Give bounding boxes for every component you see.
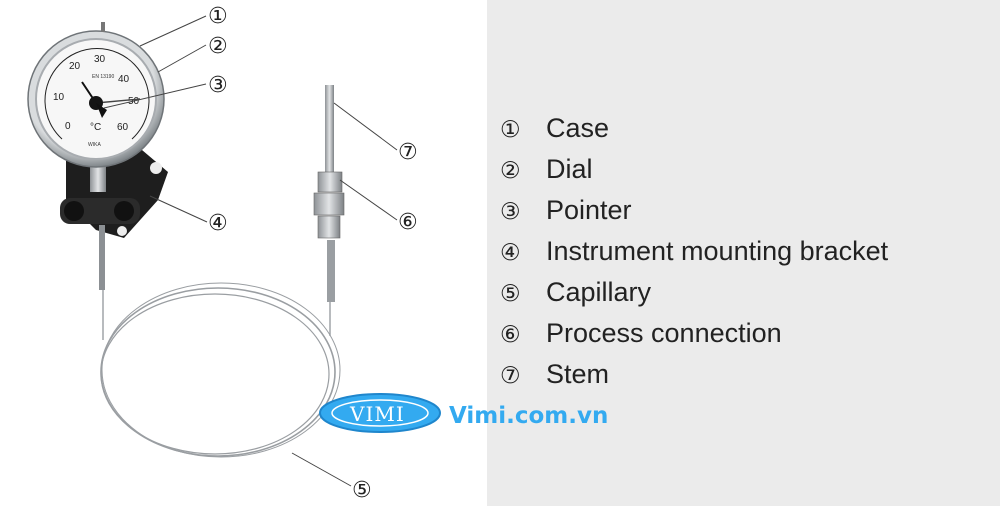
callout-case: ①	[208, 4, 228, 29]
callout-pointer: ③	[208, 73, 228, 98]
callout-process-connection: ⑥	[398, 210, 418, 235]
dial-label-30: 30	[94, 54, 106, 65]
watermark-site: Vimi.com.vn	[449, 403, 608, 429]
dial-label-60: 60	[117, 122, 129, 133]
callout-stem: ⑦	[398, 140, 418, 165]
process-connection	[313, 171, 345, 239]
callout-leaders	[103, 15, 398, 487]
legend-panel	[487, 0, 1000, 506]
vimi-logo: VIMI	[319, 393, 441, 433]
dial-unit: °C	[90, 122, 101, 133]
dial-scale	[44, 48, 150, 140]
vimi-logo-text: VIMI	[349, 402, 405, 426]
dial-label-40: 40	[118, 74, 130, 85]
sensor-stem	[325, 85, 335, 302]
callout-capillary: ⑤	[352, 478, 372, 503]
dial-standard-text: EN 13190	[92, 74, 114, 80]
pointer	[81, 81, 141, 118]
capillary-sheath	[99, 225, 105, 290]
callout-dial: ②	[208, 34, 228, 59]
capillary-coil	[100, 228, 341, 458]
dial-label-0: 0	[65, 121, 71, 132]
dial-label-20: 20	[69, 61, 81, 72]
callout-bracket: ④	[208, 211, 228, 236]
dial-brand-text: WIKA	[88, 142, 101, 148]
dial-label-10: 10	[53, 92, 65, 103]
